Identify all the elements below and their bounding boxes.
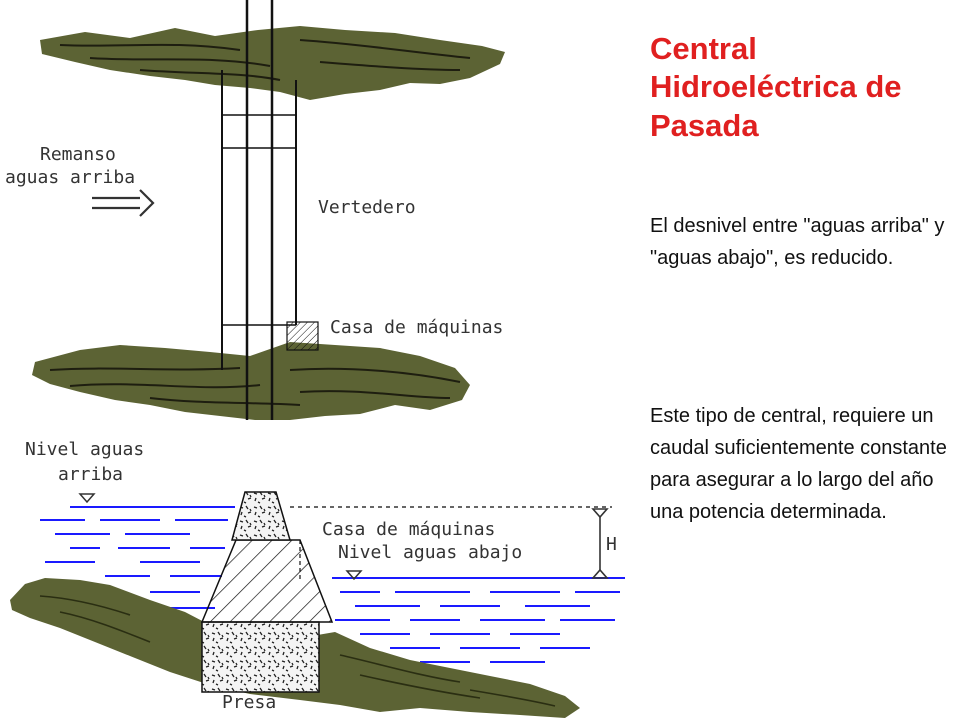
label-remanso-1: Remanso <box>40 144 116 165</box>
dam-body <box>200 539 334 623</box>
label-nivel-arriba-1: Nivel aguas <box>25 439 144 460</box>
page-title: Central Hidroeléctrica de Pasada <box>650 31 902 143</box>
dam-crest <box>231 491 291 541</box>
section-view: Nivel aguas arriba <box>10 439 625 718</box>
hydro-diagram: Remanso aguas arriba Vertedero Casa de m… <box>5 0 625 718</box>
upstream-level-marker-icon <box>78 493 96 504</box>
downstream-level-marker-icon <box>345 570 363 581</box>
powerhouse-symbol <box>286 321 319 351</box>
dam-foundation <box>201 621 320 693</box>
label-nivel-arriba-2: arriba <box>58 464 123 485</box>
lower-river-bank <box>32 342 470 420</box>
label-casa-top: Casa de máquinas <box>330 317 503 338</box>
flow-arrow-icon <box>92 189 155 217</box>
label-remanso-2: aguas arriba <box>5 167 135 188</box>
head-dimension-arrow-icon <box>591 508 609 579</box>
description-paragraph-1: El desnivel entre "aguas arriba" y "agua… <box>650 215 945 269</box>
label-presa: Presa <box>222 692 276 713</box>
top-view: Remanso aguas arriba Vertedero Casa de m… <box>5 0 505 420</box>
downstream-water <box>332 577 625 663</box>
description-paragraph-2: Este tipo de central, requiere un caudal… <box>650 405 947 523</box>
label-casa-section: Casa de máquinas <box>322 519 495 540</box>
label-h: H <box>606 534 617 555</box>
label-nivel-abajo: Nivel aguas abajo <box>338 542 522 563</box>
upstream-water <box>40 506 235 609</box>
dam-crest-walls <box>221 0 297 420</box>
label-vertedero: Vertedero <box>318 197 416 218</box>
